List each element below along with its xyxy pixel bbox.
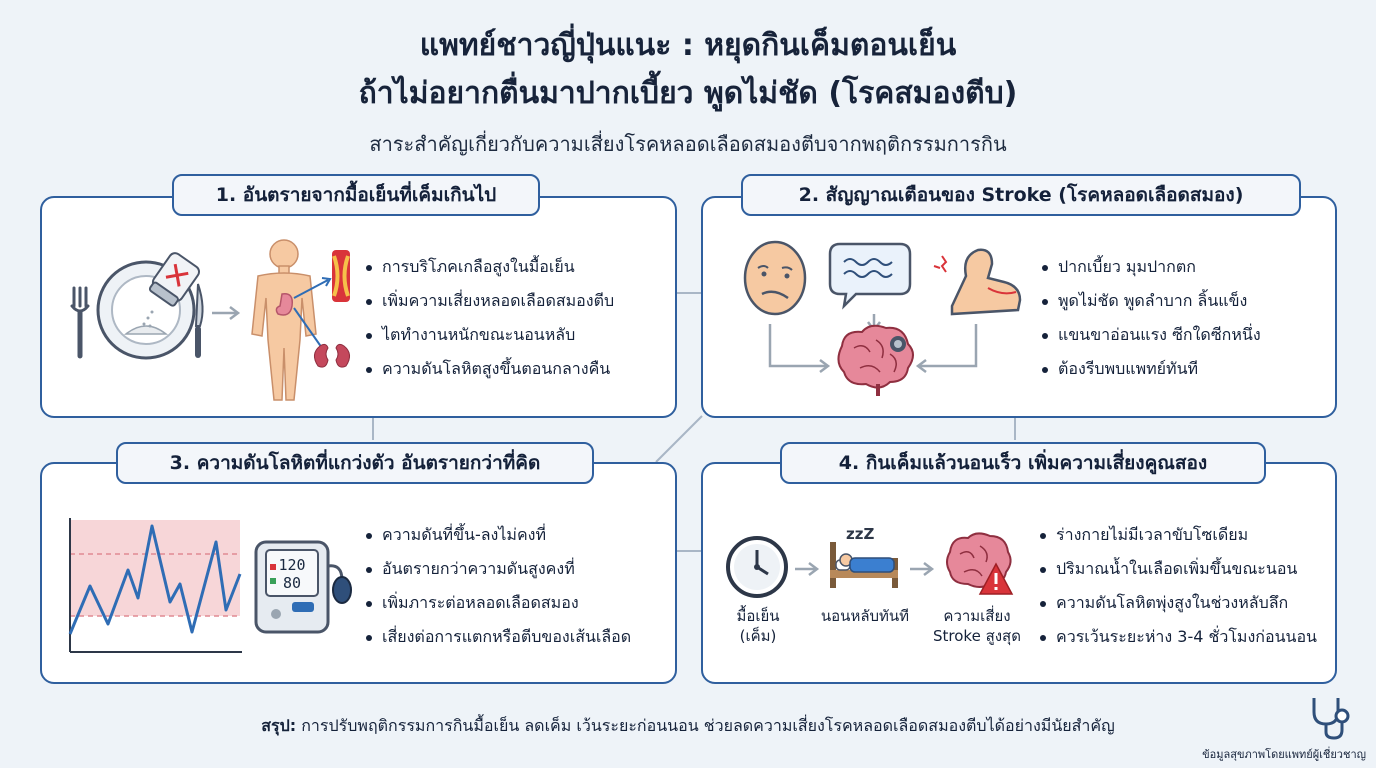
connector-top bbox=[676, 292, 702, 294]
main-title-line1: แพทย์ชาวญี่ปุ่นแนะ : หยุดกินเค็มตอนเย็น bbox=[419, 28, 957, 63]
bullets-bp-fluctuation: ความดันที่ขึ้น-ลงไม่คงที่ อันตรายกว่าควา… bbox=[366, 518, 631, 654]
summary: สรุป: การปรับพฤติกรรมการกินมื้อเย็น ลดเค… bbox=[0, 714, 1376, 739]
bullet-item: ต้องรีบพบแพทย์ทันที bbox=[1042, 352, 1261, 386]
bullet-item: การบริโภคเกลือสูงในมื้อเย็น bbox=[366, 250, 614, 284]
drooping-face-icon bbox=[743, 240, 807, 316]
step-label-line1: นอนหลับทันที bbox=[820, 607, 910, 625]
bullet-item: ปากเบี้ยว มุมปากตก bbox=[1042, 250, 1261, 284]
stethoscope-icon bbox=[1312, 698, 1350, 740]
brain-icon bbox=[837, 324, 914, 396]
step-risk-label: ความเสี่ยง Stroke สูงสุด bbox=[922, 606, 1032, 646]
bullet-item: ความดันโลหิตพุ่งสูงในช่วงหลับลึก bbox=[1040, 586, 1317, 620]
panel-title-salty-dinner: 1. อันตรายจากมื้อเย็นที่เค็มเกินไป bbox=[172, 174, 540, 216]
fork-icon bbox=[70, 286, 90, 359]
arrow-right-icon bbox=[910, 562, 935, 576]
arrow-right-icon bbox=[212, 306, 241, 320]
bullet-item: ร่างกายไม่มีเวลาขับโซเดียม bbox=[1040, 518, 1317, 552]
step-label-line2: (เค็ม) bbox=[739, 627, 777, 645]
bullet-item: ความดันที่ขึ้น-ลงไม่คงที่ bbox=[366, 518, 631, 552]
stomach-icon bbox=[275, 293, 294, 316]
panel-title-salt-early-sleep: 4. กินเค็มแล้วนอนเร็ว เพิ่มความเสี่ยงคูณ… bbox=[780, 442, 1266, 484]
human-body-illustration bbox=[251, 239, 350, 401]
kidney-icon bbox=[314, 343, 350, 368]
bullet-item: อันตรายกว่าความดันสูงคงที่ bbox=[366, 552, 631, 586]
panel-title-bp-fluctuation: 3. ความดันโลหิตที่แกว่งตัว อันตรายกว่าที… bbox=[116, 442, 594, 484]
sleep-z-text: zzZ bbox=[846, 525, 875, 543]
bullet-item: ปริมาณน้ำในเลือดเพิ่มขึ้นขณะนอน bbox=[1040, 552, 1317, 586]
bp-fluctuation-graph bbox=[68, 518, 242, 653]
step-label-line1: มื้อเย็น bbox=[736, 607, 780, 625]
bullet-item: พูดไม่ชัด พูดลำบาก ลิ้นแข็ง bbox=[1042, 284, 1261, 318]
panel-salt-early-sleep bbox=[701, 462, 1337, 684]
bullets-salt-early-sleep: ร่างกายไม่มีเวลาขับโซเดียม ปริมาณน้ำในเล… bbox=[1040, 518, 1317, 654]
step-dinner-label: มื้อเย็น (เค็ม) bbox=[718, 606, 798, 646]
bp-line bbox=[68, 524, 242, 635]
connector-left-vertical bbox=[372, 416, 374, 440]
clock-icon bbox=[726, 536, 788, 598]
bullet-item: เสี่ยงต่อการแตกหรือตีบของเส้นเลือด bbox=[366, 620, 631, 654]
panel-title-stroke-signs: 2. สัญญาณเตือนของ Stroke (โรคหลอดเลือดสม… bbox=[741, 174, 1301, 216]
credit: ข้อมูลสุขภาพโดยแพทย์ผู้เชี่ยวชาญ bbox=[1202, 748, 1366, 761]
bullet-item: ควรเว้นระยะห่าง 3-4 ชั่วโมงก่อนนอน bbox=[1040, 620, 1317, 654]
summary-text: การปรับพฤติกรรมการกินมื้อเย็น ลดเค็ม เว้… bbox=[296, 716, 1115, 735]
step-label-line2: Stroke สูงสุด bbox=[933, 627, 1021, 645]
salt-shaker-icon bbox=[148, 252, 201, 307]
stroke-signs-illustration bbox=[743, 240, 1022, 396]
bullet-item: ความดันโลหิตสูงขึ้นตอนกลางคืน bbox=[366, 352, 614, 386]
arrow-right-icon bbox=[795, 562, 820, 576]
blood-vessel-icon bbox=[332, 250, 350, 302]
step-label-line1: ความเสี่ยง bbox=[943, 607, 1011, 625]
bp-systolic: 120 bbox=[278, 556, 305, 574]
main-title-line2: ถ้าไม่อยากตื่นมาปากเบี้ยว พูดไม่ชัด (โรค… bbox=[358, 76, 1018, 111]
bullet-item: เพิ่มความเสี่ยงหลอดเลือดสมองตีบ bbox=[366, 284, 614, 318]
sleeping-person-icon bbox=[830, 542, 898, 588]
weak-arm-icon bbox=[933, 248, 1022, 316]
bp-diastolic: 80 bbox=[283, 574, 301, 592]
plate-salt-illustration bbox=[70, 252, 204, 360]
bullet-item: เพิ่มภาระต่อหลอดเลือดสมอง bbox=[366, 586, 631, 620]
knife-icon bbox=[194, 283, 204, 358]
bp-monitor-icon: 120 80 bbox=[254, 540, 352, 634]
connector-right-vertical bbox=[1014, 416, 1016, 440]
bullets-stroke-signs: ปากเบี้ยว มุมปากตก พูดไม่ชัด พูดลำบาก ลิ… bbox=[1042, 250, 1261, 386]
summary-label: สรุป: bbox=[261, 716, 297, 735]
speech-bubble-icon bbox=[828, 242, 912, 310]
bullet-item: แขนขาอ่อนแรง ซีกใดซีกหนึ่ง bbox=[1042, 318, 1261, 352]
step-sleep-label: นอนหลับทันที bbox=[810, 606, 920, 626]
bullet-item: ไตทำงานหนักขณะนอนหลับ bbox=[366, 318, 614, 352]
bullets-salty-dinner: การบริโภคเกลือสูงในมื้อเย็น เพิ่มความเสี… bbox=[366, 250, 614, 386]
connector-bottom bbox=[676, 550, 702, 552]
subtitle: สาระสำคัญเกี่ยวกับความเสี่ยงโรคหลอดเลือด… bbox=[369, 132, 1007, 156]
brain-warning-icon bbox=[946, 532, 1014, 595]
